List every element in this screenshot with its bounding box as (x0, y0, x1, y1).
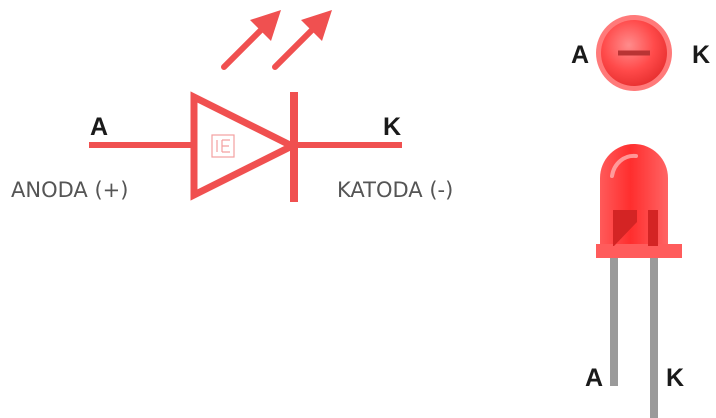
led-top-view (596, 15, 672, 91)
diode-triangle (190, 91, 300, 201)
top-view-cathode-letter: K (692, 41, 711, 69)
light-arrows (221, 10, 332, 70)
side-view-cathode-letter: K (666, 364, 685, 392)
symbol-anode-letter: A (90, 113, 109, 141)
logo-watermark (211, 134, 235, 158)
symbol-cathode-letter: K (383, 113, 402, 141)
inner-anvil (613, 210, 637, 246)
diode-symbol (89, 91, 402, 202)
anode-label: ANODA (+) (11, 178, 129, 202)
inner-post (648, 210, 658, 246)
side-view-anode-letter: A (585, 364, 604, 392)
led-side-view (596, 144, 682, 418)
cathode-leg (650, 256, 658, 418)
cathode-label: KATODA (-) (337, 178, 454, 202)
light-arrow-icon (272, 10, 332, 70)
led-rim (596, 244, 682, 258)
anode-leg (610, 256, 618, 386)
light-arrow-icon (221, 10, 281, 70)
top-view-anode-letter: A (571, 41, 590, 69)
